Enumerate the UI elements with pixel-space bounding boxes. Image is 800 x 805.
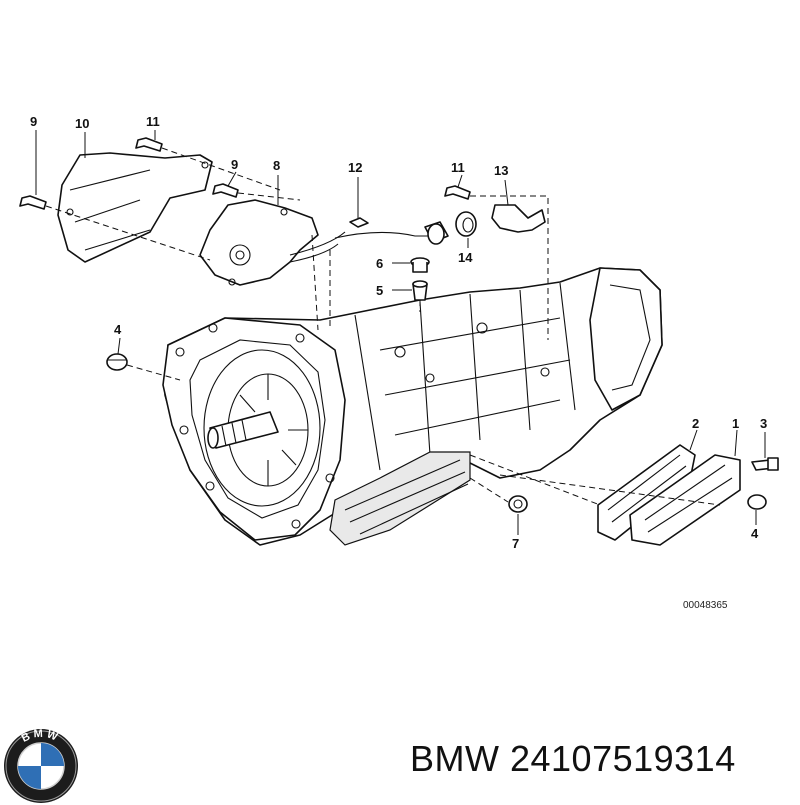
bracket — [491, 204, 546, 233]
callout-12: 12 — [348, 160, 362, 175]
callout-9-mid: 9 — [231, 157, 238, 172]
callout-10: 10 — [75, 116, 89, 131]
plug-4-left — [106, 353, 128, 371]
bolt-3 — [751, 457, 779, 471]
callout-1: 1 — [732, 416, 739, 431]
bmw-logo-letters: BMW — [20, 728, 59, 745]
callout-4-right: 4 — [751, 526, 759, 541]
bolt-11-top — [135, 137, 163, 152]
plug-4-right — [747, 494, 767, 510]
side-cover — [629, 454, 741, 546]
callout-4-left: 4 — [114, 322, 122, 337]
harness-wire — [334, 231, 430, 239]
bmw-logo: BMW — [4, 728, 78, 803]
callout-2: 2 — [692, 416, 699, 431]
callout-14: 14 — [458, 250, 473, 265]
callout-3: 3 — [760, 416, 767, 431]
callout-11-top: 11 — [146, 114, 160, 129]
heat-shield — [57, 152, 213, 263]
connector-plug — [424, 221, 449, 245]
flange-bolt-holes — [175, 323, 335, 529]
leader-lines — [35, 130, 766, 535]
callout-8: 8 — [273, 158, 280, 173]
transmission-housing — [162, 267, 663, 546]
assembly-lines — [45, 147, 721, 506]
callout-5: 5 — [376, 283, 383, 298]
part-number-caption: BMW 24107519314 — [410, 738, 736, 779]
callout-13: 13 — [494, 163, 508, 178]
callouts: 9 10 11 9 8 12 11 13 6 14 5 4 2 1 3 4 7 — [30, 114, 767, 551]
callout-11-right: 11 — [451, 160, 465, 175]
seal-ring — [455, 211, 477, 237]
callout-7: 7 — [512, 536, 519, 551]
callout-9-left: 9 — [30, 114, 37, 129]
transmission-exploded-diagram: 9 10 11 9 8 12 11 13 6 14 5 4 2 1 3 4 7 … — [19, 114, 779, 611]
callout-6: 6 — [376, 256, 383, 271]
sleeve-5 — [412, 280, 428, 301]
bolt-9-mid — [212, 183, 239, 198]
bolt-11-right — [444, 185, 471, 200]
plug-6 — [410, 257, 430, 273]
wire-clip — [349, 217, 369, 228]
svg-text:BMW: BMW — [20, 728, 62, 745]
seal-7 — [508, 495, 528, 513]
position-switch — [199, 199, 319, 286]
diagram-reference-number: 00048365 — [683, 600, 728, 611]
bolt-9-left — [19, 195, 47, 210]
